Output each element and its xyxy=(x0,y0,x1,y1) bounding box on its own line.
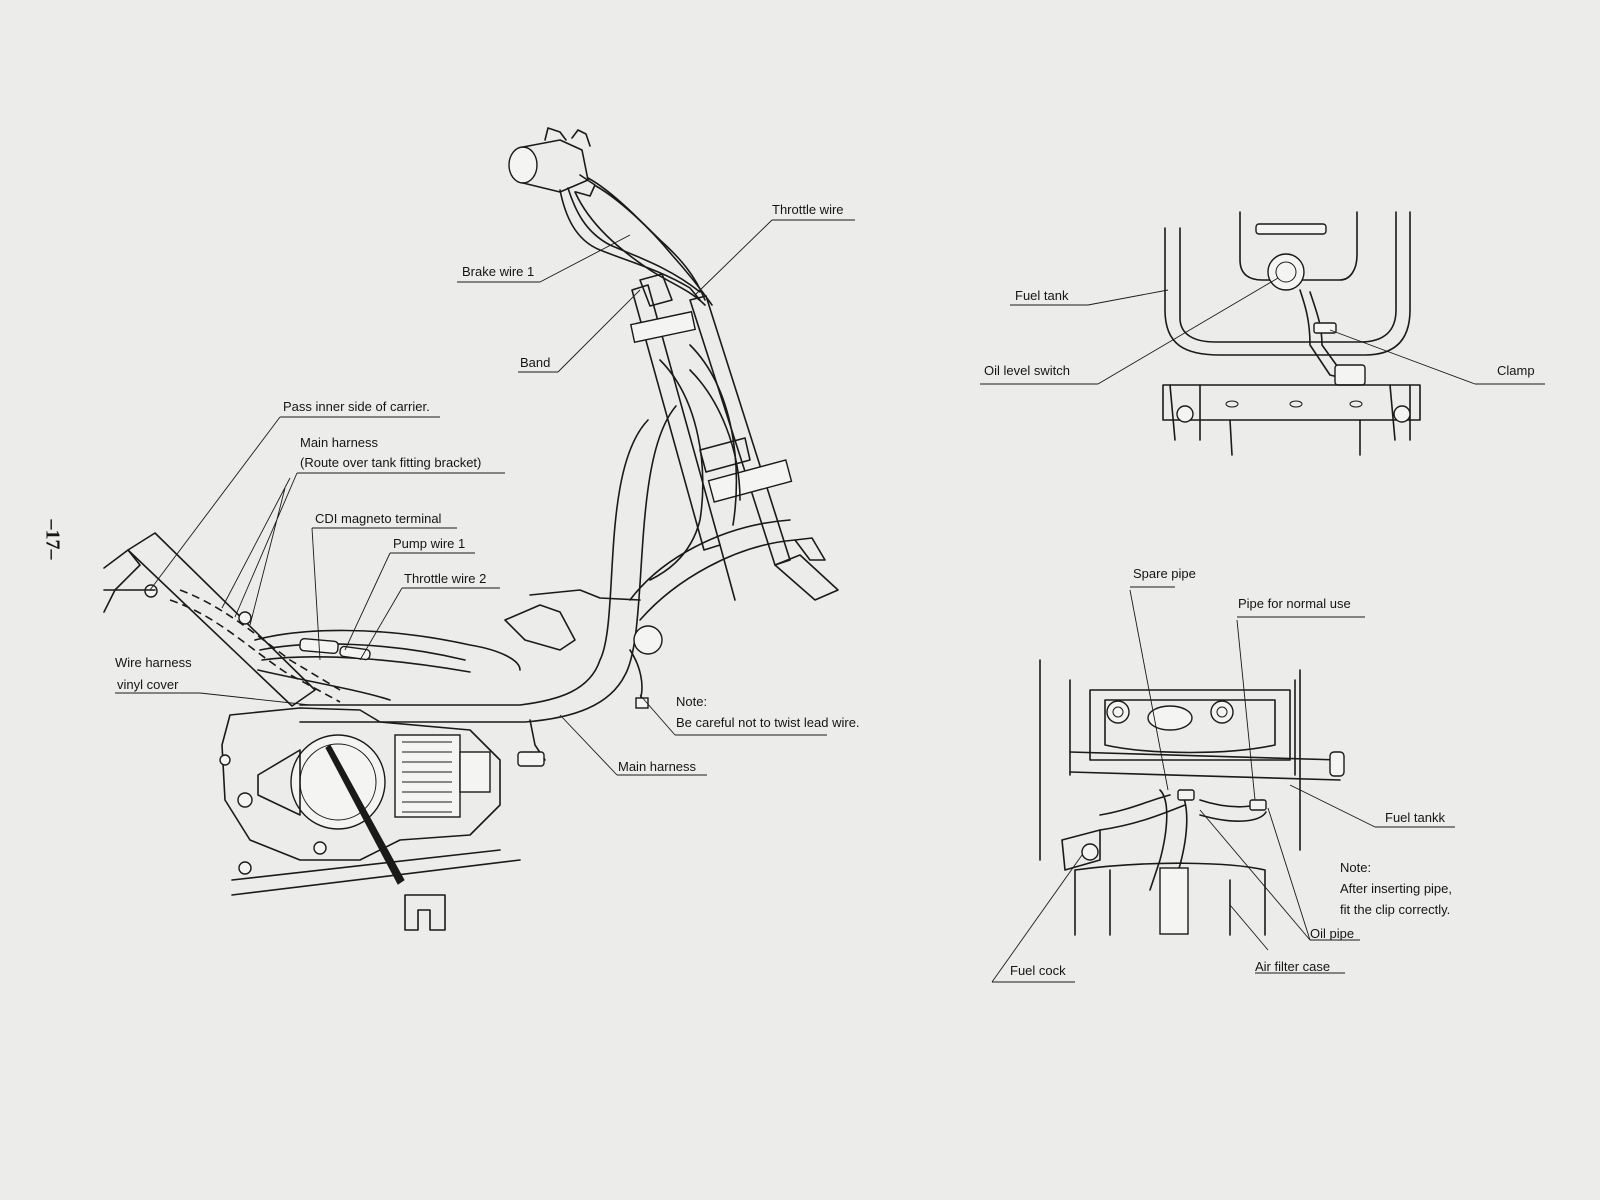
band-label: Band xyxy=(520,355,551,370)
main-frame-tube-drawing xyxy=(299,344,796,723)
main-harness-top-label: Main harness xyxy=(300,435,379,450)
scooter-frame-drawing xyxy=(103,127,855,931)
engine-drawing xyxy=(219,707,521,931)
throttle-wire-label: Throttle wire xyxy=(772,202,844,217)
oil-pipe-drawing xyxy=(991,586,1455,983)
pump-wire-1-label: Pump wire 1 xyxy=(393,536,466,551)
clamp-label: Clamp xyxy=(1497,363,1535,378)
pipe-note-line-2-label: fit the clip correctly. xyxy=(1340,902,1451,917)
main-harness-bottom-label: Main harness xyxy=(618,759,697,774)
pass-inner-side-label: Pass inner side of carrier. xyxy=(283,399,430,414)
handlebar-drawing xyxy=(508,127,713,306)
wire-harness-label: Wire harness xyxy=(115,655,192,670)
fuel-tank-drawing xyxy=(980,211,1545,456)
main-diagram-leaders xyxy=(115,219,855,776)
pipe-note-title-label: Note: xyxy=(1340,860,1372,875)
cdi-magneto-terminal-label: CDI magneto terminal xyxy=(315,511,442,526)
steering-column-drawing xyxy=(629,273,839,601)
pipe-normal-use-label: Pipe for normal use xyxy=(1238,596,1351,611)
oil-pipe-label: Oil pipe xyxy=(1310,926,1355,941)
main-harness-route-label: (Route over tank fitting bracket) xyxy=(300,455,482,470)
note-text-label: Be careful not to twist lead wire. xyxy=(676,715,860,730)
throttle-wire-2-label: Throttle wire 2 xyxy=(404,571,487,586)
spare-pipe-label: Spare pipe xyxy=(1133,566,1196,581)
pipe-note-line-1-label: After inserting pipe, xyxy=(1340,881,1453,896)
rear-carrier-drawing xyxy=(103,532,341,707)
brake-wire-1-label: Brake wire 1 xyxy=(462,264,535,279)
fuel-tankk-label: Fuel tankk xyxy=(1385,810,1445,825)
air-filter-case-label: Air filter case xyxy=(1255,959,1331,974)
vinyl-cover-label: vinyl cover xyxy=(117,677,179,692)
wire-harness-bundle-drawing xyxy=(254,589,663,767)
note-title-label: Note: xyxy=(676,694,708,709)
oil-level-switch-label: Oil level switch xyxy=(984,363,1070,378)
fuel-tank-label: Fuel tank xyxy=(1015,288,1069,303)
fuel-cock-label: Fuel cock xyxy=(1010,963,1066,978)
